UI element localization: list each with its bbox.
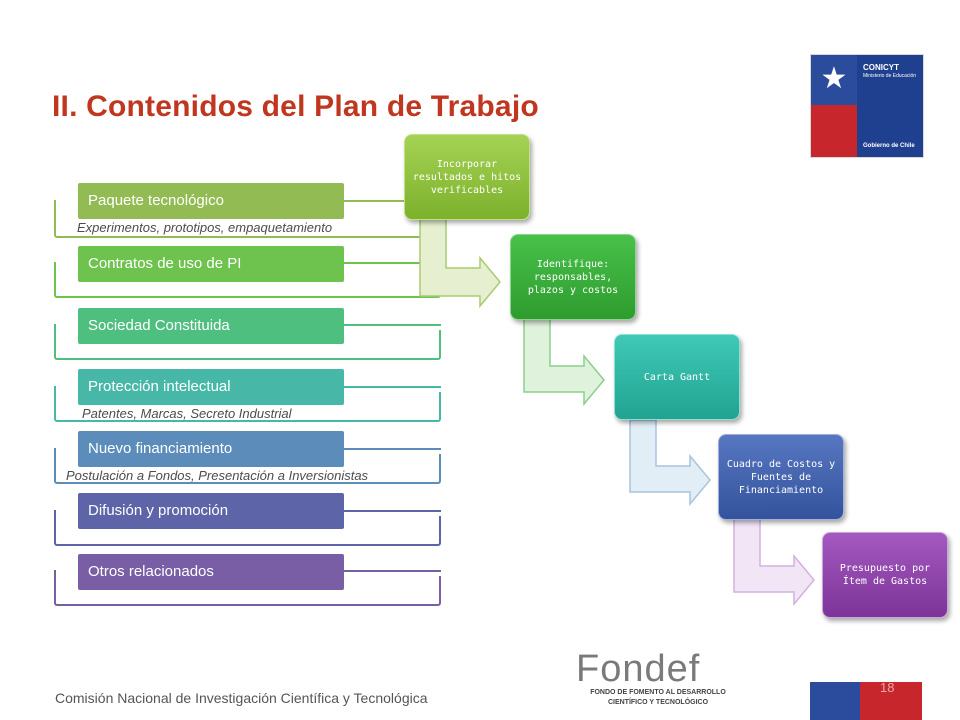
- item-frame: [54, 454, 441, 484]
- item-label: Paquete tecnológico: [78, 183, 344, 219]
- conicyt-logo: ★ CONICYT Ministerio de Educación Gobier…: [810, 54, 924, 158]
- step-box: Cuadro de Costos y Fuentes de Financiami…: [718, 434, 844, 520]
- item-label: Sociedad Constituida: [78, 308, 344, 344]
- fondef-logo-line1: FONDO DE FOMENTO AL DESARROLLO: [590, 689, 726, 696]
- item-label: Nuevo financiamiento: [78, 431, 344, 467]
- page-number: 18: [880, 680, 895, 695]
- connector-arrow: [629, 419, 711, 507]
- item-label: Contratos de uso de PI: [78, 246, 344, 282]
- item-frame: [54, 330, 441, 360]
- item-sub: Patentes, Marcas, Secreto Industrial: [82, 406, 292, 421]
- coat-of-arms-icon: ★: [820, 62, 848, 95]
- item-sub: Experimentos, prototipos, empaquetamient…: [77, 220, 333, 235]
- item-label: Protección intelectual: [78, 369, 344, 405]
- page-title: II. Contenidos del Plan de Trabajo: [52, 90, 539, 123]
- conicyt-logo-sub: Ministerio de Educación: [863, 73, 917, 79]
- step-box: Incorporar resultados e hitos verificabl…: [404, 134, 530, 220]
- item-label: Difusión y promoción: [78, 493, 344, 529]
- step-box: Presupuesto por Ítem de Gastos: [822, 532, 948, 618]
- footer-text: Comisión Nacional de Investigación Cient…: [55, 690, 428, 706]
- step-box: Carta Gantt: [614, 334, 740, 420]
- item-label: Otros relacionados: [78, 554, 344, 590]
- connector-arrow: [733, 517, 815, 607]
- item-frame: [54, 392, 441, 422]
- conicyt-logo-gov: Gobierno de Chile: [863, 143, 915, 149]
- conicyt-logo-name: CONICYT: [863, 63, 899, 72]
- item-frame: [54, 516, 441, 546]
- connector-arrow: [419, 217, 501, 309]
- fondef-logo-name: Fondef: [576, 648, 701, 690]
- chile-flag-band: [810, 682, 922, 720]
- fondef-logo-line2: CIENTÍFICO Y TECNOLÓGICO: [607, 699, 709, 706]
- connector-arrow: [523, 317, 605, 407]
- item-sub: Postulación a Fondos, Presentación a Inv…: [66, 468, 369, 483]
- step-box: Identifique: responsables, plazos y cost…: [510, 234, 636, 320]
- item-frame: [54, 576, 441, 606]
- fondef-logo: Fondef FONDO DE FOMENTO AL DESARROLLO CI…: [576, 650, 740, 708]
